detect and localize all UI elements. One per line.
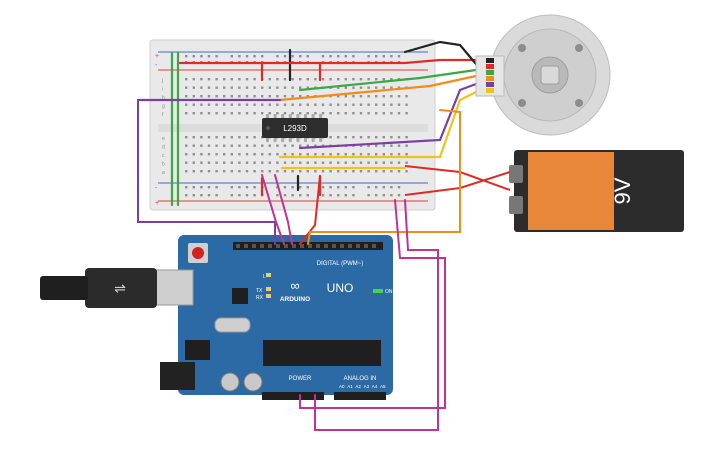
motor-pins: [486, 58, 494, 93]
purple-motor-wire: [298, 82, 478, 150]
red-motor-wire: [178, 58, 478, 65]
crystal: [214, 317, 251, 333]
magenta-power-wire-1: [299, 199, 446, 409]
arduino-logo-icon: ∞: [290, 278, 299, 293]
arduino-wires: [137, 99, 461, 431]
analog-pin-label: A1: [347, 384, 353, 389]
row-letter: g: [162, 104, 165, 110]
led-tx-label: TX: [256, 288, 263, 294]
orange-arduino-wire: [307, 109, 461, 245]
row-letter: d: [162, 145, 165, 151]
orange-motor-wire: [278, 74, 478, 102]
power-header: [262, 392, 324, 400]
rail-minus-label-bottom: -: [155, 185, 158, 192]
power-led: [373, 289, 383, 293]
usb-port: [154, 269, 194, 306]
row-letter: a: [162, 170, 165, 176]
l293d-chip[interactable]: L293D: [262, 114, 328, 142]
row-letter: f: [162, 112, 164, 118]
analog-pin-label: A3: [364, 384, 370, 389]
green-motor-wire: [298, 68, 478, 92]
analog-pin-label: A0: [339, 384, 345, 389]
purple-arduino-wire: [137, 99, 276, 245]
battery-label: 9V: [610, 177, 635, 204]
red-arduino-wire: [299, 175, 321, 245]
row-letter: c: [162, 153, 165, 159]
power-label: POWER: [289, 376, 312, 382]
row-letter: i: [162, 87, 163, 93]
dc-gearmotor[interactable]: [475, 14, 611, 136]
capacitor-2: [243, 372, 263, 392]
rail-minus-label: -: [155, 62, 158, 69]
analog-label: ANALOG IN: [344, 376, 377, 382]
arduino-uno[interactable]: ⇌ DIGITAL (PWM~) ∞ ARDUINO UNO L TX RX O…: [40, 235, 393, 400]
yellow-motor-wire: [278, 90, 478, 159]
usb-cable: [85, 268, 157, 308]
magenta-arduino-wire-2: [274, 174, 293, 245]
atmega-chip: [263, 340, 381, 366]
usb-icon: ⇌: [114, 280, 126, 296]
row-letter: j: [161, 78, 163, 84]
row-letter: e: [162, 136, 165, 142]
reset-button[interactable]: [192, 247, 204, 259]
led-rx-label: RX: [256, 295, 264, 301]
capacitor-1: [220, 372, 240, 392]
rail-plus-label-bottom: +: [155, 200, 159, 207]
arduino-brand: ARDUINO: [280, 296, 310, 303]
row-letter: b: [162, 162, 165, 168]
analog-header: [334, 392, 386, 400]
black-motor-wire: [403, 40, 478, 66]
digital-header-label: DIGITAL (PWM~): [317, 261, 364, 267]
voltage-regulator: [185, 340, 210, 360]
magenta-power-wire-2: [314, 199, 439, 431]
breadboard-jumpers: [136, 40, 478, 207]
analog-pin-label: A2: [355, 384, 361, 389]
motor-screw-holes: [518, 44, 583, 107]
rail-plus-label: +: [155, 53, 159, 60]
power-jack: [160, 362, 195, 390]
analog-pin-label: A5: [380, 384, 386, 389]
battery-9v[interactable]: 9V: [509, 150, 684, 232]
row-letter: h: [162, 95, 165, 101]
magenta-arduino-wire-1: [261, 174, 285, 245]
led-l-label: L: [263, 274, 266, 280]
ic-label: L293D: [283, 124, 307, 133]
arduino-model: UNO: [327, 281, 354, 295]
on-label: ON: [385, 289, 393, 295]
analog-pin-label: A4: [372, 384, 378, 389]
usb-chip: [232, 288, 248, 304]
